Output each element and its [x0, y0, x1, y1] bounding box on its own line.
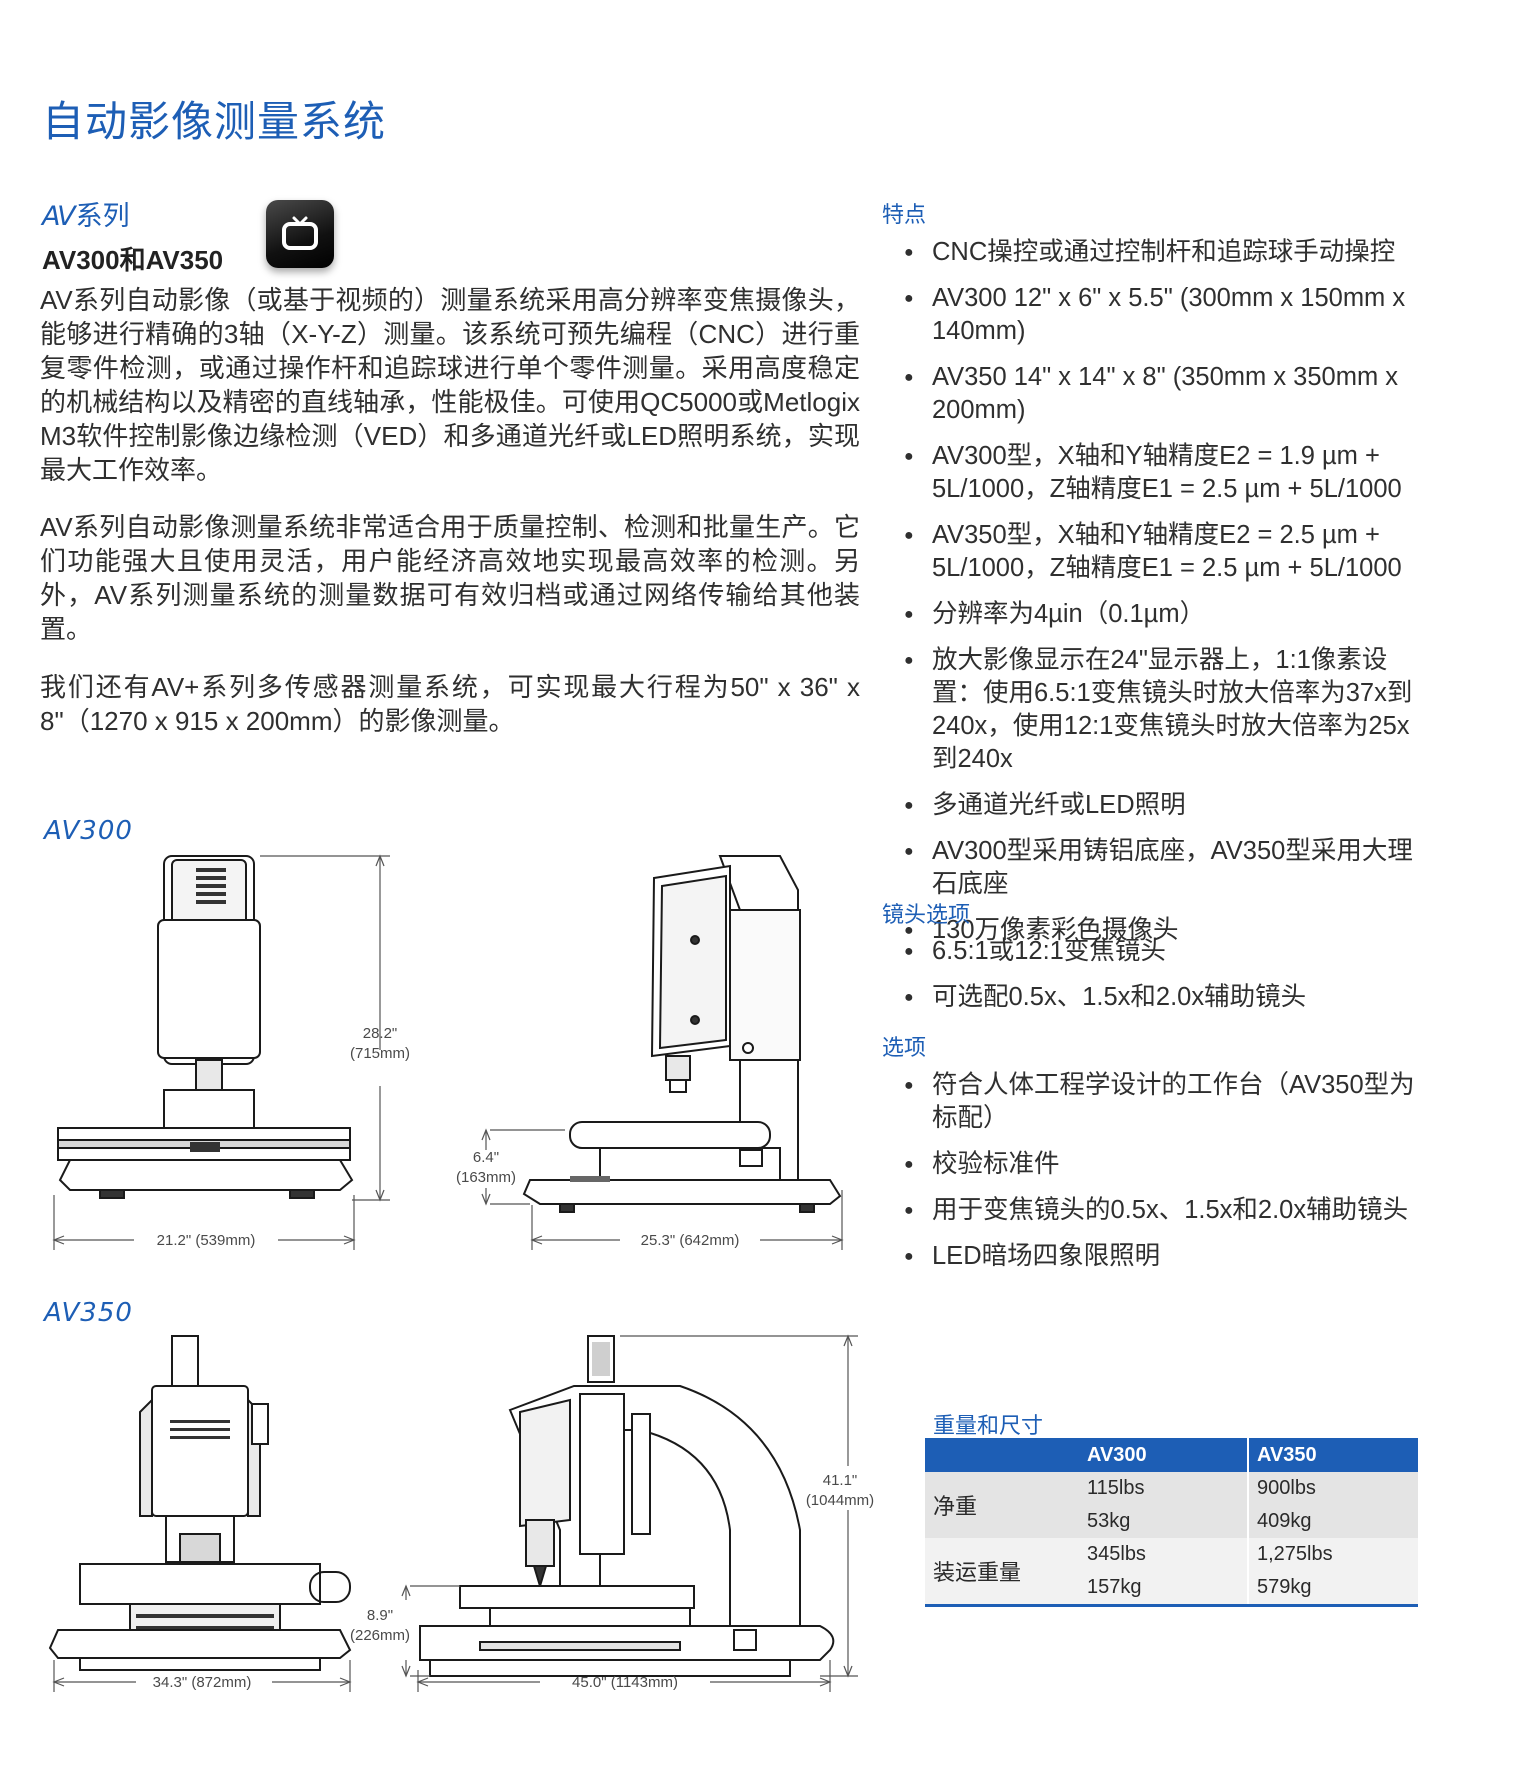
list-item: 分辨率为4µin（0.1µm） [882, 598, 1422, 631]
table-row: 装运重量 345lbs 1,275lbs [925, 1538, 1418, 1607]
list-item: CNC操控或通过控制杆和追踪球手动操控 [882, 236, 1422, 269]
list-item: 放大影像显示在24"显示器上，1:1像素设置：使用6.5:1变焦镜头时放大倍率为… [882, 644, 1422, 776]
table-cell: 1,275lbs [1248, 1538, 1418, 1571]
av350-side-height-dimension [620, 1334, 858, 1678]
av350-label: AV350 [44, 1298, 133, 1328]
features-heading: 特点 [882, 202, 927, 227]
application-paragraph: AV系列自动影像测量系统非常适合用于质量控制、检测和批量生产。它们功能强大且使用… [40, 512, 860, 644]
specs-header-av300: AV300 [1079, 1438, 1249, 1472]
av350-drawings: 34.3" (872mm) 8.9" (226mm) 41.1" (1044m [48, 1334, 874, 1692]
av300-label: AV300 [44, 816, 133, 846]
av300-side-height-dimension [481, 1128, 565, 1206]
av300-drawings: 28.2" (715mm) 21.2" (539mm) [52, 854, 844, 1250]
specs-header-av350: AV350 [1248, 1438, 1418, 1472]
list-item: 符合人体工程学设计的工作台（AV350型为标配） [882, 1069, 1422, 1135]
series-logo: AV [42, 201, 76, 232]
list-item: AV300 12" x 6" x 5.5" (300mm x 150mm x 1… [882, 282, 1422, 348]
av350-front-view [48, 1335, 352, 1671]
series-name: AV系列 [42, 194, 130, 233]
features-list: CNC操控或通过控制杆和追踪球手动操控 AV300 12" x 6" x 5.5… [882, 236, 1422, 960]
specs-header-blank [925, 1438, 1079, 1472]
list-item: 用于变焦镜头的0.5x、1.5x和2.0x辅助镜头 [882, 1194, 1422, 1227]
av350-side-height: 41.1" [823, 1472, 858, 1489]
series-suffix: 系列 [75, 201, 130, 231]
tv-icon[interactable] [266, 200, 334, 268]
av300-front-view [57, 855, 354, 1199]
specs-table: AV300 AV350 净重 115lbs 900lbs 53kg 409kg … [925, 1438, 1418, 1607]
av300-side-view [522, 855, 842, 1213]
table-row: 53kg 409kg [925, 1505, 1418, 1538]
table-cell: 115lbs [1079, 1472, 1249, 1505]
av300-front-width: 21.2" (539mm) [157, 1232, 256, 1249]
av300-front-width-dimension [52, 1195, 356, 1250]
av300-front-height: 28.2" [363, 1025, 398, 1042]
list-item: AV300型采用铸铝底座，AV350型采用大理石底座 [882, 835, 1422, 901]
av300-side-width: 25.3" (642mm) [641, 1232, 740, 1249]
av350-side-small: 8.9" [367, 1607, 393, 1624]
table-cell: 53kg [1079, 1505, 1249, 1538]
av350-side-view [419, 1335, 835, 1677]
table-row: 净重 115lbs 900lbs [925, 1472, 1418, 1538]
av300-side-height-mm: (163mm) [456, 1169, 516, 1186]
av350-front-width: 34.3" (872mm) [153, 1674, 252, 1691]
list-item: 校验标准件 [882, 1148, 1422, 1181]
table-cell: 409kg [1248, 1505, 1418, 1538]
list-item: LED暗场四象限照明 [882, 1240, 1422, 1273]
list-item: AV350型，X轴和Y轴精度E2 = 2.5 µm + 5L/1000，Z轴精度… [882, 519, 1422, 585]
table-row: 157kg 579kg [925, 1571, 1418, 1607]
list-item: AV300型，X轴和Y轴精度E2 = 1.9 µm + 5L/1000，Z轴精度… [882, 440, 1422, 506]
row-label: 净重 [925, 1472, 1079, 1538]
model-title: AV300和AV350 [42, 245, 224, 275]
av300-front-height-mm: (715mm) [350, 1045, 410, 1062]
av300-side-width-dimension [530, 1190, 844, 1250]
av350-front-width-dimension [52, 1660, 352, 1692]
av350-side-small-dimension [401, 1584, 460, 1678]
table-cell: 579kg [1248, 1571, 1418, 1607]
page-title: 自动影像测量系统 [42, 98, 387, 145]
table-cell: 900lbs [1248, 1472, 1418, 1505]
list-item: 多通道光纤或LED照明 [882, 789, 1422, 822]
list-item: 6.5:1或12:1变焦镜头 [882, 935, 1422, 968]
av350-side-width-dimension [416, 1660, 832, 1692]
av-plus-paragraph: 我们还有AV+系列多传感器测量系统，可实现最大行程为50" x 36" x 8"… [40, 672, 860, 736]
table-cell: 345lbs [1079, 1538, 1249, 1571]
av350-side-height-mm: (1044mm) [806, 1492, 874, 1509]
av350-side-width: 45.0" (1143mm) [572, 1674, 678, 1691]
row-label: 装运重量 [925, 1538, 1079, 1607]
specs-title: 重量和尺寸 [933, 1413, 1044, 1438]
lens-options-heading: 镜头选项 [882, 902, 971, 927]
options-list: 符合人体工程学设计的工作台（AV350型为标配） 校验标准件 用于变焦镜头的0.… [882, 1069, 1422, 1286]
list-item: AV350 14" x 14" x 8" (350mm x 350mm x 20… [882, 361, 1422, 427]
options-heading: 选项 [882, 1035, 927, 1060]
list-item: 可选配0.5x、1.5x和2.0x辅助镜头 [882, 981, 1422, 1014]
intro-paragraph: AV系列自动影像（或基于视频的）测量系统采用高分辨率变焦摄像头，能够进行精确的3… [40, 285, 860, 485]
table-cell: 157kg [1079, 1571, 1249, 1607]
av350-side-small-mm: (226mm) [350, 1627, 410, 1644]
lens-options-list: 6.5:1或12:1变焦镜头 可选配0.5x、1.5x和2.0x辅助镜头 [882, 935, 1422, 1027]
av300-side-height: 6.4" [473, 1149, 499, 1166]
av300-front-height-dimension [260, 854, 390, 1202]
